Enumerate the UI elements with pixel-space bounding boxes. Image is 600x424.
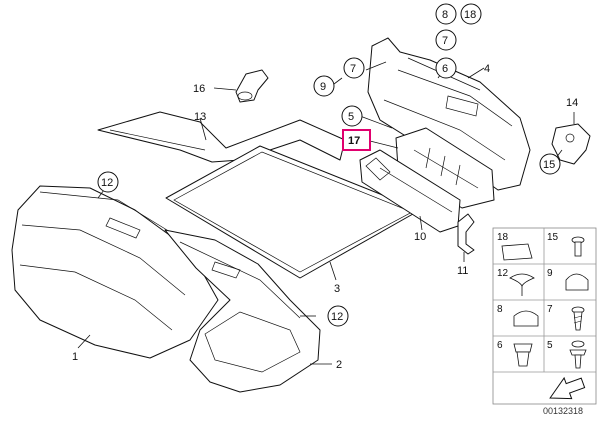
callout-9: 9 bbox=[320, 81, 326, 93]
part-17-board bbox=[395, 127, 495, 209]
expanding-nut-icon bbox=[513, 343, 533, 367]
callout-7a: 7 bbox=[442, 35, 448, 47]
direction-arrow-icon bbox=[549, 376, 586, 400]
callout-7a-circle bbox=[435, 29, 457, 51]
part-4-rear-panel bbox=[367, 37, 531, 191]
callout-5: 5 bbox=[348, 111, 354, 123]
callout-3: 3 bbox=[334, 283, 340, 295]
legend-15: 15 bbox=[547, 232, 559, 243]
part-16-bracket bbox=[235, 69, 269, 103]
callout-12b-circle bbox=[327, 305, 349, 327]
callout-15: 15 bbox=[543, 159, 555, 171]
diagram-code: 00132318 bbox=[543, 406, 583, 416]
clip-icon bbox=[571, 236, 585, 257]
legend-9: 9 bbox=[547, 268, 553, 279]
grommet-icon bbox=[513, 310, 539, 327]
fastener-legend: 18 15 12 9 8 7 6 5 bbox=[492, 227, 597, 405]
callout-10: 10 bbox=[414, 231, 426, 243]
screw-icon bbox=[571, 306, 585, 331]
callout-12a: 12 bbox=[101, 177, 113, 189]
legend-6: 6 bbox=[497, 340, 503, 351]
legend-18: 18 bbox=[497, 232, 509, 243]
callout-17-highlight-box bbox=[342, 129, 371, 151]
callout-18-circle bbox=[460, 3, 482, 25]
part-13-mat bbox=[97, 111, 346, 163]
callouts: 1 2 3 4 5 6 7 7 8 18 9 10 11 12 12 13 14… bbox=[72, 3, 578, 371]
push-pin-icon bbox=[509, 273, 535, 296]
callout-14: 14 bbox=[566, 97, 578, 109]
callout-8: 8 bbox=[442, 9, 448, 21]
legend-12: 12 bbox=[497, 268, 509, 279]
pad-icon bbox=[501, 243, 533, 261]
callout-4: 4 bbox=[484, 63, 490, 75]
callout-8-circle bbox=[435, 3, 457, 25]
callout-16: 16 bbox=[193, 83, 205, 95]
legend-7: 7 bbox=[547, 304, 553, 315]
callout-12b: 12 bbox=[331, 311, 343, 323]
part-11-hook bbox=[457, 213, 475, 255]
callout-18: 18 bbox=[464, 9, 476, 21]
legend-5: 5 bbox=[547, 340, 553, 351]
callout-12a-circle bbox=[97, 171, 119, 193]
callout-13: 13 bbox=[194, 111, 206, 123]
legend-8: 8 bbox=[497, 304, 503, 315]
callout-1: 1 bbox=[72, 351, 78, 363]
callout-2: 2 bbox=[336, 359, 342, 371]
callout-7b: 7 bbox=[350, 63, 356, 75]
callout-17: 17 bbox=[348, 135, 360, 147]
callout-7b-circle bbox=[343, 57, 365, 79]
callout-6: 6 bbox=[442, 63, 448, 75]
callout-6-circle bbox=[435, 57, 457, 79]
part-14-cap bbox=[551, 123, 591, 165]
callout-15-circle bbox=[539, 153, 561, 175]
callout-9-circle bbox=[313, 75, 335, 97]
part-1-side-trim bbox=[11, 185, 219, 359]
callout-5-circle bbox=[341, 105, 363, 127]
callout-11: 11 bbox=[457, 265, 468, 277]
cap-icon bbox=[565, 273, 589, 291]
part-2-side-trim bbox=[164, 229, 321, 393]
bolt-icon bbox=[569, 340, 587, 369]
